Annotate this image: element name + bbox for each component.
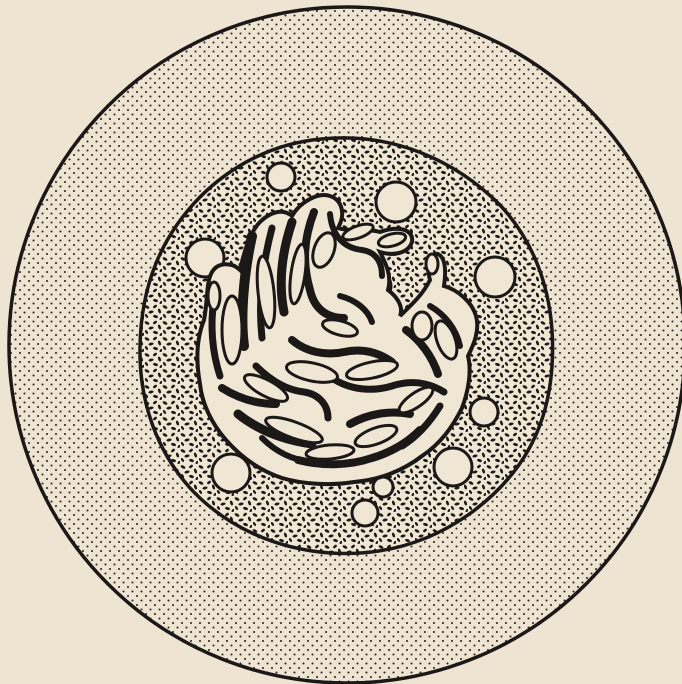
vacuole <box>352 500 378 526</box>
chromatin-lumen <box>222 296 242 364</box>
vacuole <box>267 163 295 191</box>
chromatin-lumen <box>412 312 432 340</box>
vacuole <box>376 182 416 222</box>
vacuole <box>434 448 472 486</box>
chromatin-lumen <box>208 282 220 310</box>
chromatin-lumen <box>426 254 438 274</box>
vacuole <box>475 257 515 297</box>
vacuole <box>470 398 498 426</box>
